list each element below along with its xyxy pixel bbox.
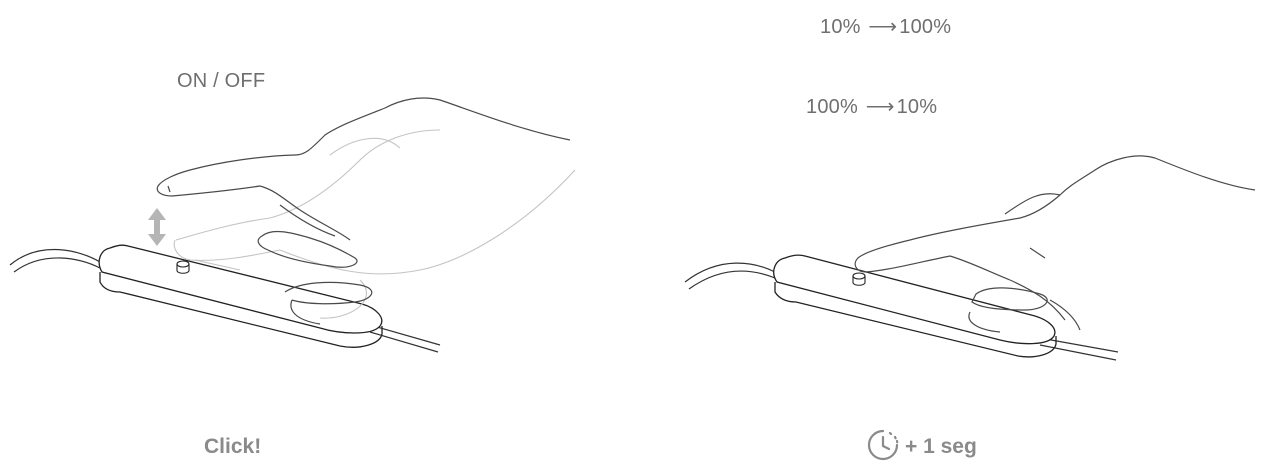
dimmer-device (774, 255, 1056, 357)
click-label: Click! (204, 435, 261, 459)
timer-icon-svg (866, 428, 900, 462)
hand-click-illustration (0, 0, 620, 465)
up-down-arrow-icon (148, 208, 166, 246)
dim-panel: 10% ⟶100% 100% ⟶10% (640, 0, 1262, 465)
on-off-panel: ON / OFF (0, 0, 620, 465)
timer-icon (866, 428, 902, 464)
plus-one-second-label: + 1 seg (905, 435, 977, 459)
dimmer-device (99, 245, 382, 347)
hand-hold-illustration (640, 0, 1262, 465)
